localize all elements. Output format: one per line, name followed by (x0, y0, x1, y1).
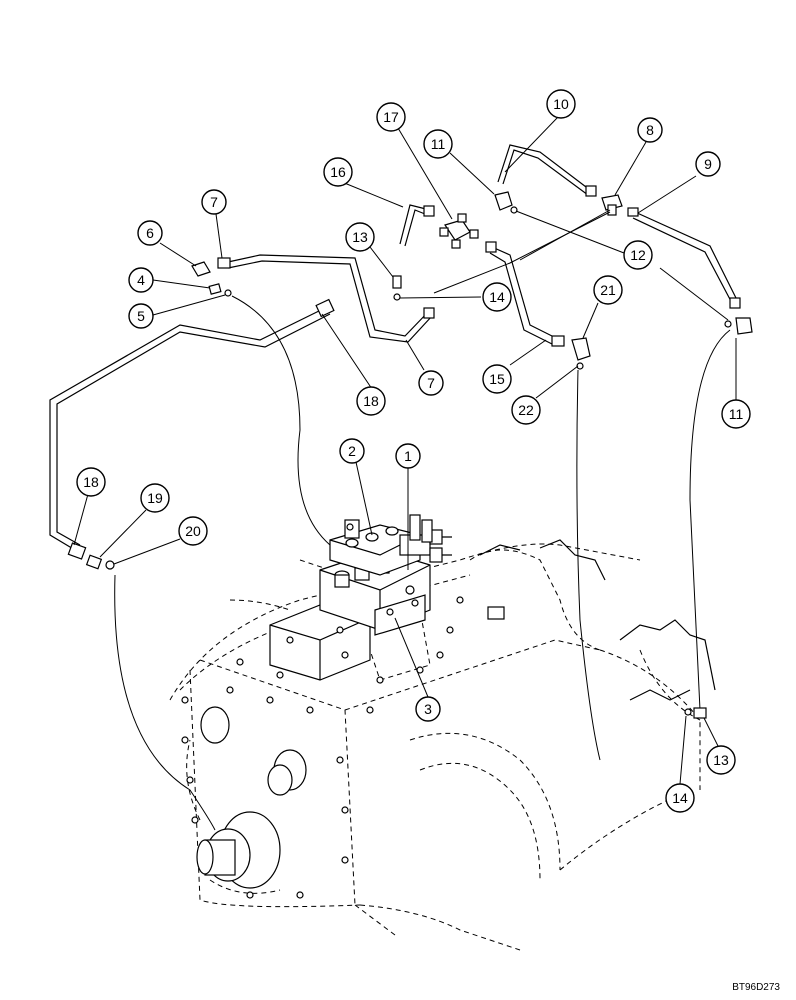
callout-label: 20 (185, 523, 201, 539)
callout-1: 1 (395, 443, 421, 469)
callout-label: 3 (424, 701, 432, 717)
callout-label: 21 (600, 282, 616, 298)
rear-axle-housing (479, 539, 716, 721)
callout-label: 19 (147, 490, 163, 506)
callout-13-bottom: 13 (706, 745, 736, 775)
callout-17: 17 (376, 102, 406, 132)
callout-9: 9 (695, 151, 721, 177)
callout-label: 14 (489, 289, 505, 305)
callout-11-top: 11 (423, 129, 453, 159)
callout-label: 22 (518, 402, 534, 418)
callout-label: 2 (348, 443, 356, 459)
callout-label: 1 (404, 448, 412, 464)
callout-label: 18 (83, 474, 99, 490)
callout-7-top: 7 (201, 189, 227, 215)
callout-18-top: 18 (356, 386, 386, 416)
fittings (67, 185, 753, 719)
callout-label: 9 (704, 156, 712, 172)
callout-5: 5 (128, 303, 154, 329)
callout-21: 21 (593, 275, 623, 305)
callout-label: 18 (363, 393, 379, 409)
callout-label: 15 (489, 371, 505, 387)
callout-label: 12 (630, 247, 646, 263)
callout-2: 2 (339, 438, 365, 464)
callout-label: 10 (553, 96, 569, 112)
callout-label: 13 (352, 229, 368, 245)
callout-label: 8 (646, 122, 654, 138)
callout-label: 16 (330, 164, 346, 180)
callout-label: 13 (713, 752, 729, 768)
callout-20: 20 (178, 516, 208, 546)
callout-14-top: 14 (482, 282, 512, 312)
callout-label: 11 (431, 136, 446, 152)
callout-label: 4 (137, 272, 145, 288)
callout-4: 4 (128, 267, 154, 293)
callout-12-top: 12 (623, 240, 653, 270)
callout-14-bottom: 14 (665, 783, 695, 813)
callout-18-bottom: 18 (76, 467, 106, 497)
callout-label: 17 (383, 109, 399, 125)
callout-22: 22 (511, 395, 541, 425)
callout-16: 16 (323, 157, 353, 187)
callout-11-right: 11 (721, 399, 751, 429)
callout-8: 8 (637, 117, 663, 143)
hydraulic-lines (49, 144, 739, 831)
callout-13-top: 13 (345, 222, 375, 252)
callout-label: 11 (729, 406, 744, 422)
callout-19: 19 (140, 483, 170, 513)
callout-10: 10 (546, 89, 576, 119)
leader-lines (73, 116, 737, 785)
callout-3: 3 (415, 696, 441, 722)
figure-code: BT96D273 (732, 982, 780, 993)
callout-15: 15 (482, 364, 512, 394)
callout-label: 7 (427, 375, 435, 391)
callout-7-bottom: 7 (418, 370, 444, 396)
callout-6: 6 (137, 220, 163, 246)
transmission-housing (169, 543, 701, 951)
callout-label: 6 (146, 225, 154, 241)
output-flange (196, 706, 307, 889)
callout-label: 5 (137, 308, 145, 324)
control-valve-assembly (269, 514, 505, 681)
callout-label: 7 (210, 194, 218, 210)
callout-label: 14 (672, 790, 688, 806)
